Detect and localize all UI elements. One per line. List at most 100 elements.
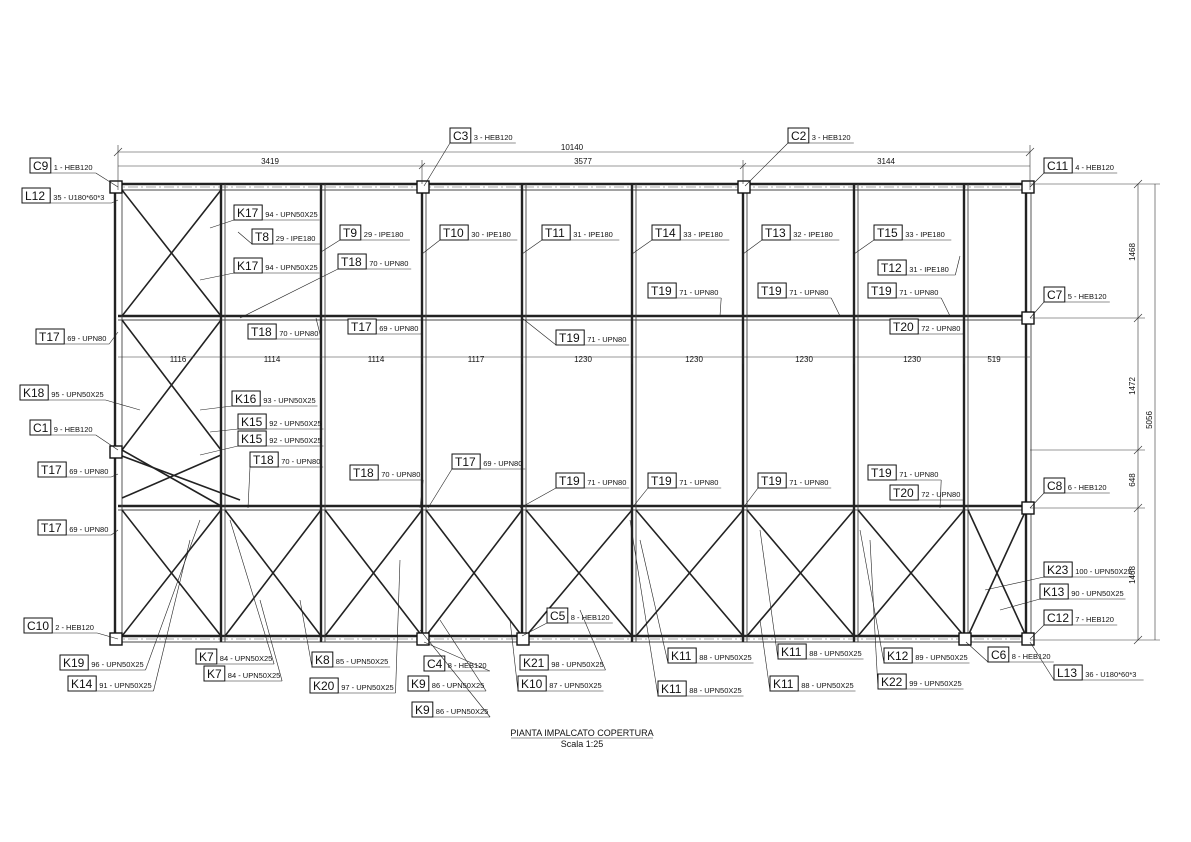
label-description: 92 - UPN50X25 (269, 419, 322, 428)
label-tag: L13 (1057, 666, 1077, 680)
label-description: 1 - HEB120 (54, 163, 93, 172)
member-label-c6: C6 8 - HEB120 (965, 641, 1054, 663)
label-tag: T13 (765, 226, 786, 240)
label-description: 88 - UPN50X25 (689, 686, 742, 695)
label-description: 86 - UPN50X25 (432, 681, 485, 690)
label-tag: K23 (1047, 563, 1069, 577)
label-description: 8 - HEB120 (448, 661, 487, 670)
label-tag: K13 (1043, 585, 1065, 599)
label-description: 88 - UPN50X25 (809, 649, 862, 658)
dimension-lines (113, 145, 1160, 645)
label-tag: T19 (871, 466, 892, 480)
label-description: 71 - UPN80 (899, 470, 938, 479)
member-label-k14: K14 91 - UPN50X25 (67, 539, 191, 692)
label-description: 70 - UPN80 (381, 470, 420, 479)
label-tag: K14 (71, 677, 93, 691)
member-label-k19: K19 96 - UPN50X25 (59, 519, 201, 671)
label-description: 31 - IPE180 (909, 265, 949, 274)
label-tag: T20 (893, 320, 914, 334)
label-description: 70 - UPN80 (281, 457, 320, 466)
member-label-c5: C5 8 - HEB120 (521, 607, 613, 637)
dim-bay: 1116 (170, 355, 187, 364)
label-description: 71 - UPN80 (789, 288, 828, 297)
label-tag: C6 (991, 648, 1007, 662)
label-description: 71 - UPN80 (587, 335, 626, 344)
label-tag: T19 (871, 284, 892, 298)
dim-right-segment: 1468 (1128, 566, 1137, 584)
label-description: 36 - U180*60*3 (1085, 670, 1136, 679)
label-description: 95 - UPN50X25 (51, 390, 104, 399)
label-description: 69 - UPN80 (67, 334, 106, 343)
label-tag: K11 (661, 682, 682, 696)
dim-right-total: 5056 (1145, 411, 1154, 429)
label-tag: T19 (559, 474, 580, 488)
label-tag: K22 (881, 675, 903, 689)
label-description: 69 - UPN80 (379, 324, 418, 333)
drawing-title: PIANTA IMPALCATO COPERTURA Scala 1:25 (510, 728, 653, 749)
label-description: 33 - IPE180 (905, 230, 945, 239)
label-tag: L12 (25, 189, 45, 203)
dim-right-segment: 1468 (1128, 243, 1137, 261)
bracing (121, 189, 1027, 637)
label-description: 71 - UPN80 (899, 288, 938, 297)
label-description: 8 - HEB120 (571, 613, 610, 622)
label-description: 99 - UPN50X25 (909, 679, 962, 688)
label-description: 69 - UPN80 (483, 459, 522, 468)
label-tag: T17 (41, 463, 62, 477)
label-description: 91 - UPN50X25 (99, 681, 152, 690)
label-tag: K19 (63, 656, 85, 670)
label-tag: C5 (550, 609, 566, 623)
label-description: 85 - UPN50X25 (336, 657, 389, 666)
lower-middle-beam (118, 504, 1032, 511)
label-description: 33 - IPE180 (683, 230, 723, 239)
label-description: 8 - HEB120 (1012, 652, 1051, 661)
label-description: 84 - UPN50X25 (220, 654, 273, 663)
column-c3 (416, 180, 430, 194)
label-tag: T17 (41, 521, 62, 535)
columns (109, 180, 1035, 646)
label-tag: C7 (1047, 288, 1063, 302)
label-description: 98 - UPN50X25 (551, 660, 604, 669)
dim-bay: 1114 (264, 355, 281, 364)
label-description: 97 - UPN50X25 (341, 683, 394, 692)
label-tag: K11 (671, 649, 692, 663)
label-tag: K8 (315, 653, 330, 667)
label-tag: T19 (651, 474, 672, 488)
dim-bay: 1114 (368, 355, 385, 364)
label-description: 71 - UPN80 (587, 478, 626, 487)
label-tag: C12 (1047, 611, 1069, 625)
label-description: 96 - UPN50X25 (91, 660, 144, 669)
label-description: 70 - UPN80 (369, 259, 408, 268)
label-tag: K18 (23, 386, 45, 400)
label-description: 88 - UPN50X25 (801, 681, 854, 690)
title-line-2: Scala 1:25 (561, 739, 604, 749)
label-description: 89 - UPN50X25 (915, 653, 968, 662)
dim-top-segment: 3577 (574, 157, 592, 166)
label-tag: T19 (559, 331, 580, 345)
